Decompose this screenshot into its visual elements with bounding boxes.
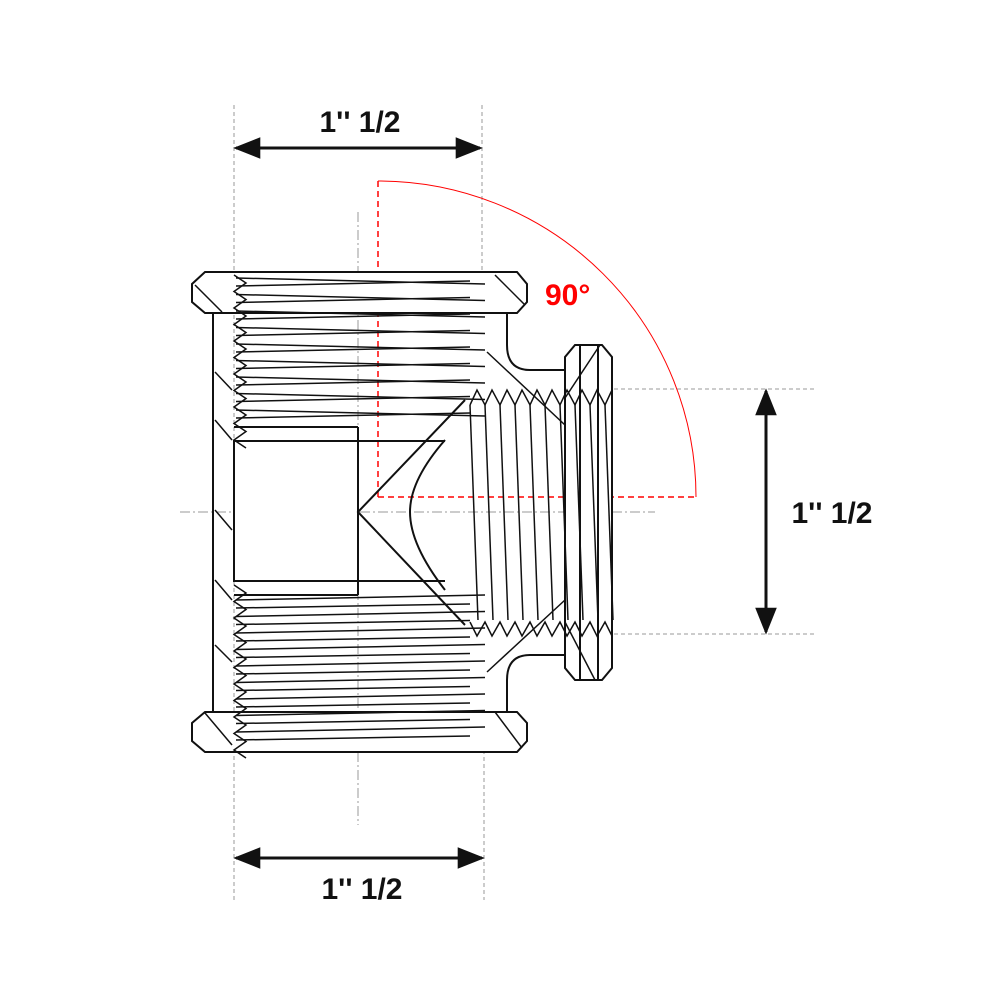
- thread-line: [235, 329, 471, 337]
- thread-line: [235, 277, 486, 285]
- thread-line: [589, 404, 599, 621]
- thread-profile: [469, 388, 613, 407]
- thread-line: [544, 404, 554, 621]
- thread-line: [235, 676, 486, 684]
- thread-line: [604, 404, 614, 621]
- thread-line: [235, 392, 486, 401]
- thread-profile: [232, 274, 248, 449]
- thread-line: [574, 404, 584, 621]
- side-flange: [564, 344, 613, 681]
- thread-line: [235, 660, 486, 667]
- thread-line: [235, 669, 471, 675]
- dimension-side: 1'' 1/2: [755, 388, 873, 635]
- thread-line: [235, 343, 486, 351]
- body-outline: [212, 313, 565, 712]
- thread-line: [529, 404, 539, 621]
- thread-line: [235, 652, 471, 659]
- thread-line: [235, 735, 471, 741]
- thread-line: [235, 310, 486, 318]
- thread-line: [235, 709, 486, 717]
- thread-line: [235, 379, 471, 386]
- thread-line: [499, 404, 509, 621]
- dimension-top-label: 1'' 1/2: [320, 106, 401, 139]
- thread-line: [235, 693, 486, 700]
- dimension-top: 1'' 1/2: [233, 106, 483, 159]
- dimension-bottom-label: 1'' 1/2: [322, 873, 403, 906]
- drill-cone: [356, 399, 466, 626]
- thread-line: [235, 346, 471, 353]
- thread-line: [235, 280, 471, 287]
- bore: [233, 440, 359, 582]
- thread-profile: [469, 620, 613, 638]
- thread-line: [559, 404, 569, 621]
- thread-line: [235, 718, 471, 725]
- thread-line: [235, 726, 486, 733]
- thread-line: [514, 404, 524, 621]
- thread-line: [235, 409, 486, 417]
- thread-line: [235, 685, 471, 692]
- dimension-bottom: 1'' 1/2: [233, 847, 485, 906]
- thread-line: [469, 404, 479, 621]
- thread-line: [235, 636, 471, 642]
- fitting-body: [191, 271, 614, 759]
- thread-line: [235, 702, 471, 708]
- thread-line: [235, 293, 486, 302]
- bottom-flange: [191, 711, 528, 753]
- thread-line: [235, 359, 486, 368]
- thread-line: [235, 362, 471, 370]
- thread-line: [235, 619, 471, 626]
- thread-line: [235, 376, 486, 384]
- dimension-side-label: 1'' 1/2: [792, 497, 873, 530]
- thread-line: [235, 296, 471, 304]
- thread-line: [235, 643, 486, 651]
- thread-line: [235, 395, 471, 403]
- thread-line: [235, 627, 486, 634]
- thread-line: [235, 594, 486, 601]
- thread-line: [484, 404, 494, 621]
- thread-profile: [232, 584, 248, 759]
- thread-line: [235, 603, 471, 609]
- thread-line: [235, 326, 486, 335]
- thread-line: [235, 610, 486, 618]
- angle-label: 90°: [545, 279, 590, 312]
- thread-line: [235, 313, 471, 320]
- thread-line: [235, 412, 471, 419]
- angle-arc: [377, 180, 697, 498]
- angle-indicator: 90°: [377, 180, 697, 498]
